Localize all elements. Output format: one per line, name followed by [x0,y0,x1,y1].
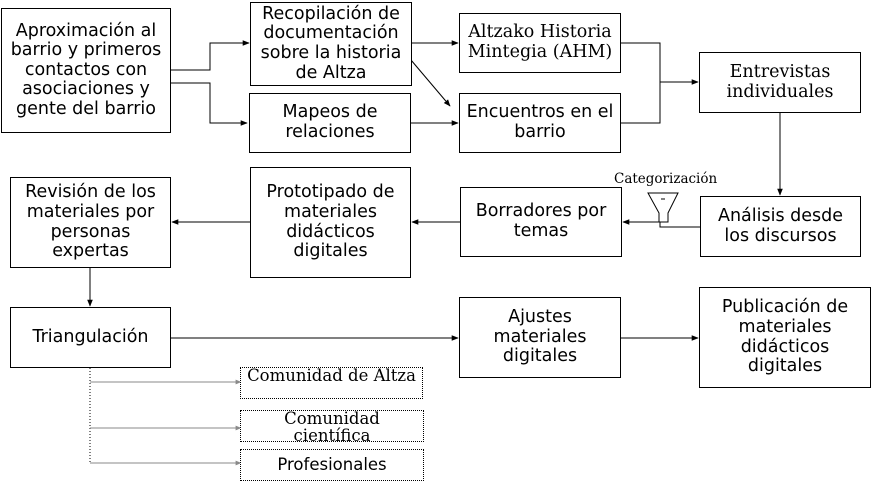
edge-analisis-borradores [622,219,700,228]
node-publicacion: Publicación de materiales didácticos dig… [699,287,871,388]
node-prototipado: Prototipado de materiales didácticos dig… [250,167,411,278]
node-triangulacion: Triangulación [10,307,171,368]
label-categorizacion: Categorización [614,171,718,187]
node-mapeos: Mapeos de relaciones [249,93,411,153]
node-comunidad-altza: Comunidad de Altza [240,367,423,399]
node-aproximacion: Aproximación al barrio y primeros contac… [1,8,171,133]
node-encuentros: Encuentros en el barrio [459,93,621,153]
node-comunidad-cientifica: Comunidad científica [240,410,424,443]
node-entrevistas: Entrevistas individuales [699,52,861,113]
node-revision: Revisión de los materiales por personas … [10,177,171,268]
edge-aproximacion-mapeos [170,82,248,126]
node-profesionales: Profesionales [240,449,424,481]
edge-aproximacion-recopilacion [170,40,250,71]
edge-recopilacion-encuentros [410,59,451,107]
node-ajustes: Ajustes materiales digitales [459,297,621,378]
node-borradores: Borradores por temas [460,187,622,257]
node-ahm: Altzako Historia Mintegia (AHM) [459,13,621,73]
edge-encuentros-entrevistas [621,82,661,124]
edge-ahm-entrevistas [621,42,661,82]
funnel-icon [647,192,679,223]
node-recopilacion: Recopilación de documentación sobre la h… [250,2,412,86]
node-analisis: Análisis desde los discursos [700,196,861,257]
